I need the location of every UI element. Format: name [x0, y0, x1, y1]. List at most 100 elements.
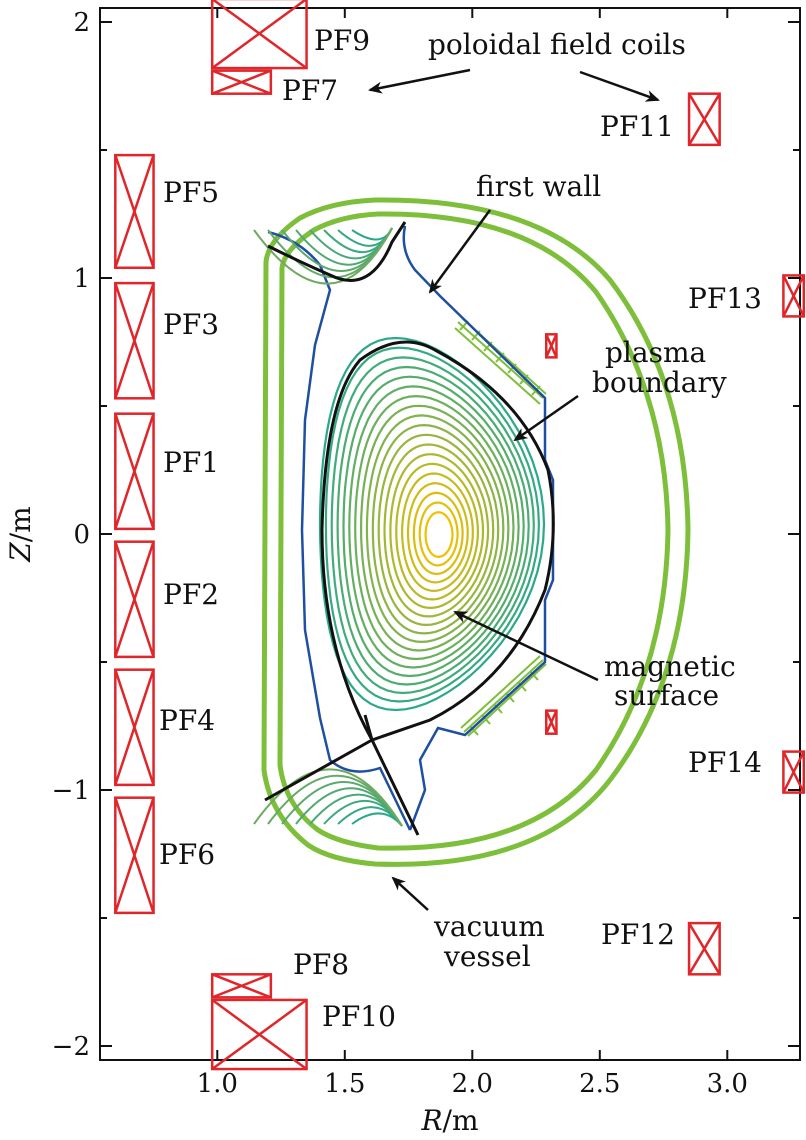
flux-surface-1: [324, 346, 541, 703]
label-pf3: PF3: [163, 308, 219, 341]
annotation-arrows: [368, 68, 660, 911]
coil-pf12: [687, 921, 721, 976]
label-pf8: PF8: [293, 948, 349, 981]
coil-pf7: [210, 69, 273, 95]
arrow-to-first-wall: [428, 209, 492, 294]
coil-pf9: [210, 0, 308, 70]
first-wall: [267, 225, 555, 831]
label-pf10: PF10: [322, 1000, 396, 1033]
x-tick-label-1: 1.5: [324, 1069, 365, 1099]
coil-small-lower-diag-b: [545, 710, 558, 735]
coil-small-upper: [545, 333, 558, 359]
flux-surface-13: [395, 462, 480, 601]
coil-pf14: [782, 750, 806, 794]
vacuum-vessel-inner-shell: [277, 211, 671, 851]
upper-plate-hatch: [454, 317, 547, 405]
x-tick-label-2: 2.0: [452, 1069, 493, 1099]
poloidal-field-coils: [114, 0, 806, 1071]
flux-surface-8: [365, 414, 505, 644]
label-poloidal-field-coils: poloidal field coils: [428, 28, 686, 61]
vacuum-vessel: [261, 197, 691, 867]
coil-pf10: [210, 998, 308, 1071]
coil-pf13-diag-b: [782, 274, 805, 317]
label-pf14: PF14: [688, 746, 762, 779]
coil-pf7-rect: [210, 69, 273, 95]
x-tick-label-4: 3.0: [707, 1069, 748, 1099]
y-axis-ticks: 210−1−2: [52, 8, 800, 1062]
plot-frame: [99, 7, 801, 1061]
coil-pf6: [114, 796, 155, 915]
coil-pf8: [210, 973, 273, 999]
arrow-to-pf7: [368, 68, 471, 94]
flux-surface-6: [354, 394, 515, 661]
x-tick-label-0: 1.0: [197, 1069, 238, 1099]
label-vacuum-vessel-line2: vessel: [443, 940, 531, 973]
x-tick-label-3: 2.5: [579, 1069, 620, 1099]
flux-surface-12: [389, 453, 485, 610]
coil-pf3-diag-b: [114, 282, 155, 399]
label-plasma-boundary-line1: plasma: [605, 336, 706, 369]
y-tick-label-1: 1: [73, 264, 90, 294]
label-pf2: PF2: [163, 578, 219, 611]
coil-pf7-diag-b: [211, 69, 272, 95]
flux-surface-17: [418, 501, 459, 567]
coil-pf10-rect: [210, 998, 308, 1071]
coil-pf12-diag-b: [687, 922, 721, 975]
coil-pf1-diag-b: [114, 413, 155, 530]
lower-plate-hatch: [460, 655, 547, 737]
lower-divertor-arc-7: [253, 768, 403, 827]
flux-surface-2: [330, 356, 535, 695]
label-pf13: PF13: [688, 282, 762, 315]
arrow-to-pf11: [579, 70, 660, 102]
coil-pf9-diag-b: [211, 0, 308, 70]
coil-pf13-rect: [782, 274, 806, 318]
coil-pf4: [114, 668, 155, 787]
coil-pf11-diag-b: [687, 93, 721, 146]
y-tick-label-0: 2: [73, 8, 90, 38]
y-tick-label-4: −2: [52, 1032, 90, 1062]
label-pf1: PF1: [163, 446, 219, 479]
flux-surface-3: [336, 365, 530, 686]
label-pf5: PF5: [163, 176, 219, 209]
flux-surface-7: [359, 404, 510, 652]
coil-pf1-rect: [114, 412, 155, 531]
vacuum-vessel-outer-shell: [261, 197, 691, 867]
label-magnetic-surface-line2: surface: [614, 679, 719, 712]
flux-surface-16: [412, 491, 464, 576]
coil-small-lower-rect: [545, 709, 558, 735]
plasma-boundary: [264, 340, 555, 836]
upper-x-point-legs: [267, 221, 407, 282]
label-first-wall: first wall: [476, 170, 601, 203]
y-tick-label-2: 0: [73, 520, 90, 550]
coil-pf6-rect: [114, 796, 155, 915]
flux-surface-9: [371, 423, 500, 635]
coil-pf14-diag-b: [782, 751, 805, 794]
flux-surface-14: [400, 472, 474, 593]
label-magnetic-surface-line1: magnetic: [604, 650, 736, 683]
flux-surface-11: [383, 443, 490, 618]
arrow-to-magnetic-surface: [453, 610, 599, 682]
upper-divertor-arc-2: [323, 227, 393, 253]
coil-pf8-rect: [210, 973, 273, 999]
coil-small-upper-rect: [545, 333, 558, 359]
label-pf12: PF12: [601, 918, 675, 951]
coil-pf11: [687, 92, 721, 147]
label-pf4: PF4: [159, 704, 215, 737]
coil-pf12-rect: [687, 921, 721, 976]
label-plasma-boundary-line2: boundary: [592, 366, 727, 399]
coil-pf2: [114, 540, 155, 659]
coil-small-lower: [545, 709, 558, 735]
coil-pf9-rect: [210, 0, 308, 70]
x-axis-ticks: 1.0 1.5 2.0 2.5 3.0: [197, 8, 748, 1099]
coil-pf4-rect: [114, 668, 155, 787]
coil-pf1: [114, 412, 155, 531]
label-pf7: PF7: [282, 74, 338, 107]
coil-pf5: [114, 153, 155, 270]
flux-surface-15: [406, 482, 469, 584]
coil-pf14-rect: [782, 750, 806, 794]
coil-pf3-rect: [114, 281, 155, 400]
label-pf9: PF9: [314, 24, 370, 57]
flux-surface-4: [342, 375, 525, 678]
coil-pf3: [114, 281, 155, 400]
